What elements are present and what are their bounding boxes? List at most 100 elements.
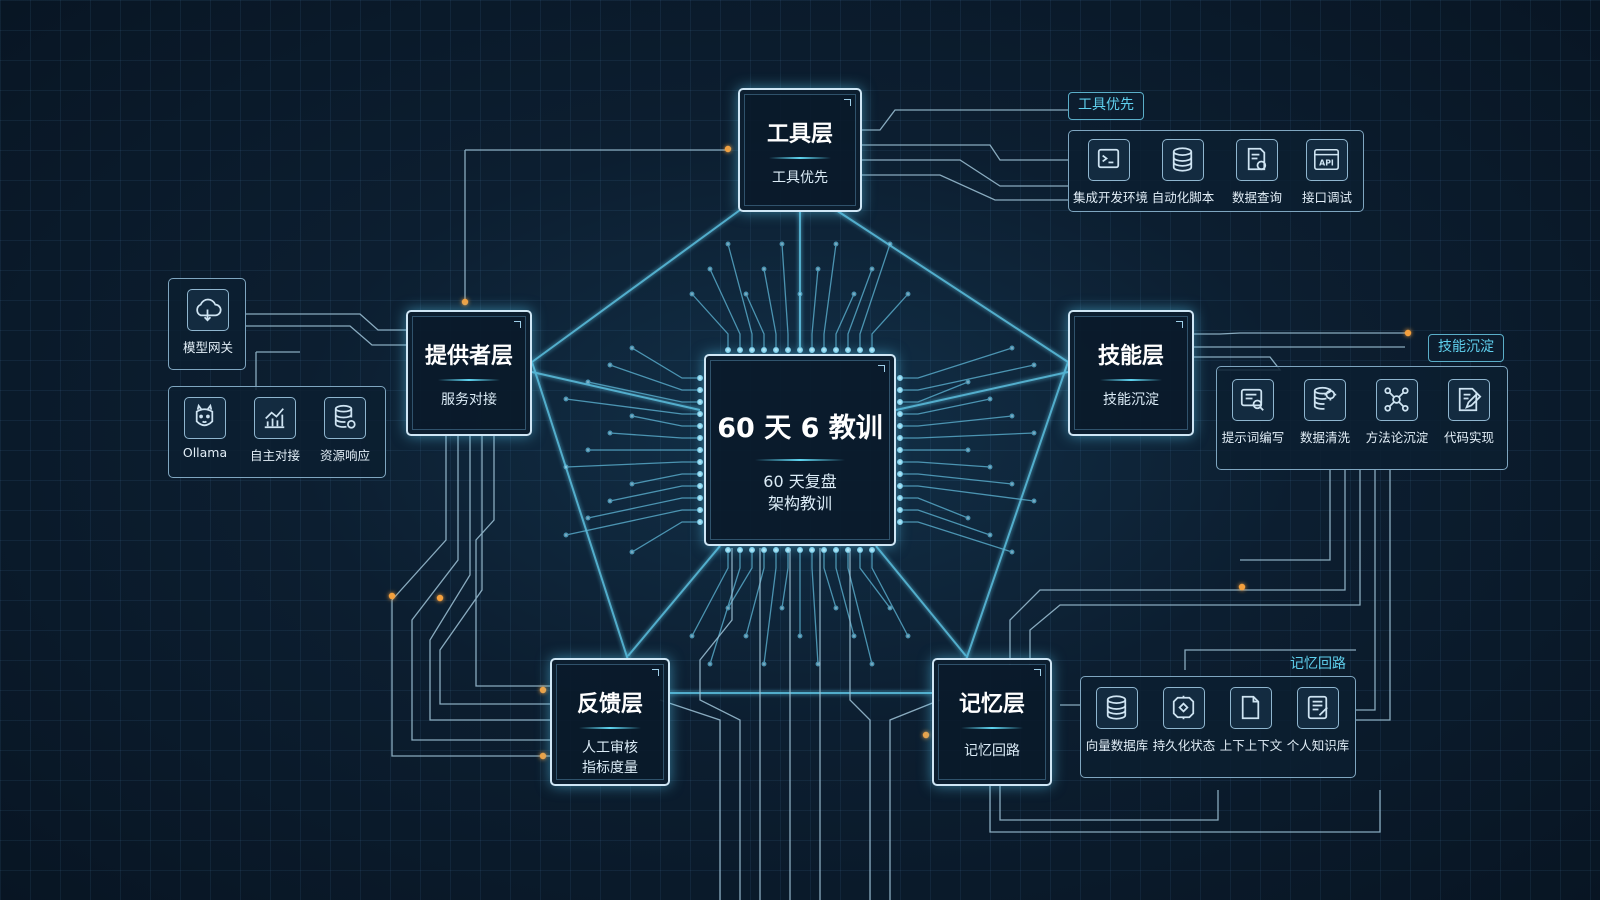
chip-trace xyxy=(631,521,698,553)
chip-pin xyxy=(897,447,903,453)
tool-automation[interactable]: 自动化脚本 xyxy=(1147,139,1219,206)
center-chip: 60 天 6 教训 60 天复盘 架构教训 xyxy=(704,354,896,546)
skill-data-cleaning[interactable]: 数据清洗 xyxy=(1289,379,1361,446)
provider-gateway-panel: 模型网关 xyxy=(168,278,246,370)
chip-trace xyxy=(727,243,753,348)
provider-auto-connect[interactable]: 自主对接 xyxy=(239,397,311,464)
notebook-icon xyxy=(1297,687,1339,729)
trace-end xyxy=(689,291,695,297)
network-icon xyxy=(1376,379,1418,421)
skills-tag: 技能沉淀 xyxy=(1428,334,1504,362)
skill-methodology[interactable]: 方法论沉淀 xyxy=(1361,379,1433,446)
tool-api-debug-label: 接口调试 xyxy=(1301,190,1352,205)
chip-pin xyxy=(697,471,703,477)
trace-end xyxy=(725,241,731,247)
chip-pin xyxy=(697,423,703,429)
feedback-layer-node[interactable]: 反馈层 人工审核 指标度量 xyxy=(550,658,670,786)
trace-end xyxy=(607,498,613,504)
chip-pin xyxy=(897,471,903,477)
trace-end xyxy=(815,661,821,667)
skill-code-impl[interactable]: 代码实现 xyxy=(1433,379,1505,446)
chip-pin xyxy=(821,547,827,553)
chip-trace xyxy=(902,398,991,415)
provider-layer-node[interactable]: 提供者层 服务对接 xyxy=(406,310,532,436)
provider-ollama[interactable]: Ollama xyxy=(169,397,241,460)
tool-data-query[interactable]: 数据查询 xyxy=(1221,139,1293,206)
skills-layer-node[interactable]: 技能层 技能沉淀 xyxy=(1068,310,1194,436)
trace-end xyxy=(851,291,857,297)
provider-gateway-label: 模型网关 xyxy=(182,340,233,355)
chip-pin xyxy=(749,547,755,553)
provider-gateway[interactable]: 模型网关 xyxy=(172,289,244,356)
center-title: 60 天 6 教训 xyxy=(717,413,883,444)
chip-trace xyxy=(709,552,741,665)
memory-knowledge-base[interactable]: 个人知识库 xyxy=(1282,687,1354,754)
chip-trace xyxy=(859,552,891,609)
trace-end xyxy=(887,241,893,247)
doc-search-icon xyxy=(1232,379,1274,421)
provider-layer-sub: 服务对接 xyxy=(441,392,497,408)
chip-pin xyxy=(809,547,815,553)
chip-pin xyxy=(697,459,703,465)
tools-layer-sub: 工具优先 xyxy=(772,170,828,186)
chip-pin xyxy=(697,447,703,453)
tool-ide[interactable]: 集成开发环境 xyxy=(1073,139,1148,206)
chip-trace xyxy=(902,432,1035,439)
chip-pin xyxy=(833,547,839,553)
chip-pin xyxy=(785,347,791,353)
feedback-layer-sub-2: 指标度量 xyxy=(582,760,638,776)
memory-context[interactable]: 上下上下文 xyxy=(1215,687,1287,754)
chip-trace xyxy=(691,293,729,348)
chip-pin xyxy=(869,347,875,353)
tool-api-debug[interactable]: API 接口调试 xyxy=(1291,139,1363,206)
terminal-icon xyxy=(1088,139,1130,181)
chip-pin xyxy=(897,423,903,429)
document-icon xyxy=(1230,687,1272,729)
trace-end xyxy=(987,396,993,402)
trace-end xyxy=(869,661,875,667)
chip-trace xyxy=(609,485,698,502)
tools-layer-divider xyxy=(769,157,831,159)
cloud-icon xyxy=(187,289,229,331)
trace-end xyxy=(629,481,635,487)
memory-persistent-state[interactable]: 持久化状态 xyxy=(1148,687,1220,754)
database-icon xyxy=(1162,139,1204,181)
chip-trace xyxy=(835,293,855,348)
chip-trace xyxy=(902,497,969,519)
feedback-layer-sub-1: 人工审核 xyxy=(582,740,638,756)
chip-pin xyxy=(725,547,731,553)
trace-end xyxy=(629,549,635,555)
trace-end xyxy=(743,291,749,297)
trace-end xyxy=(585,515,591,521)
db-gear-icon xyxy=(324,397,366,439)
chip-trace xyxy=(847,552,873,665)
chip-trace xyxy=(835,552,855,637)
chip-trace xyxy=(691,552,729,637)
trace-end xyxy=(1009,413,1015,419)
tools-layer-node[interactable]: 工具层 工具优先 xyxy=(738,88,862,212)
trace-end xyxy=(869,266,875,272)
trace-end xyxy=(629,413,635,419)
llama-icon xyxy=(184,397,226,439)
chip-trace xyxy=(609,432,698,439)
chip-pin xyxy=(737,347,743,353)
skill-prompt-writing[interactable]: 提示词编写 xyxy=(1217,379,1289,446)
provider-panel: Ollama 自主对接 资源响应 xyxy=(168,386,386,478)
memory-layer-node[interactable]: 记忆层 记忆回路 xyxy=(932,658,1052,786)
chip-pin xyxy=(833,347,839,353)
trace-end xyxy=(1009,549,1015,555)
memory-vector-db[interactable]: 向量数据库 xyxy=(1081,687,1153,754)
trace-end xyxy=(833,605,839,611)
center-line-1: 60 天复盘 xyxy=(763,472,837,491)
chip-trace xyxy=(587,381,698,403)
provider-resource[interactable]: 资源响应 xyxy=(309,397,381,464)
chip-trace xyxy=(709,268,741,348)
trace-end xyxy=(965,447,971,453)
chip-trace xyxy=(847,268,873,348)
trace-end xyxy=(607,430,613,436)
chip-trace xyxy=(745,552,765,637)
trace-end xyxy=(607,362,613,368)
memory-knowledge-base-label: 个人知识库 xyxy=(1286,738,1350,753)
skills-panel: 提示词编写 数据清洗 方法论沉淀 代码实现 xyxy=(1216,366,1508,470)
db-gear-icon xyxy=(1304,379,1346,421)
